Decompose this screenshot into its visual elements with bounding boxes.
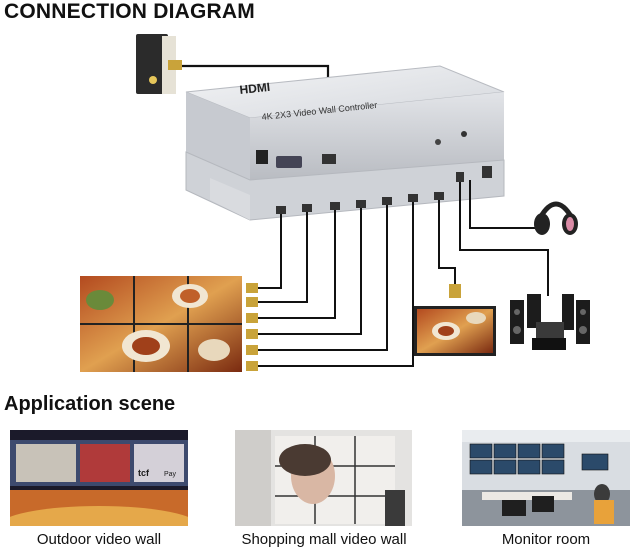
wall-connectors — [246, 283, 258, 371]
scene-caption-outdoor: Outdoor video wall — [36, 531, 162, 548]
outdoor-video-wall-image: tcf Pay — [10, 430, 188, 526]
speaker-system-icon — [510, 294, 590, 350]
headphone-cable — [469, 180, 536, 229]
scene-caption-shopping-mall: Shopping mall video wall — [241, 531, 407, 548]
headphones-icon — [534, 201, 578, 235]
shopping-mall-image — [235, 430, 412, 526]
audio-cable — [459, 182, 549, 296]
scene-outdoor-video-wall: tcf Pay — [10, 430, 188, 526]
video-wall-cables — [256, 202, 414, 367]
video-wall-controller-device — [185, 65, 505, 221]
scene-caption-monitor-room: Monitor room — [501, 531, 591, 548]
application-scene-title: Application scene — [4, 393, 176, 415]
monitor-connector — [449, 284, 461, 298]
hdmi-logo-text: HDMI — [239, 80, 271, 97]
connection-diagram: HDMI 4K 2X3 Video Wall Controller — [80, 34, 590, 372]
monitor-room-image — [462, 430, 630, 526]
monitor-cable — [438, 200, 456, 290]
outdoor-pay-text: Pay — [164, 471, 177, 478]
hdmi-source-box-icon — [136, 34, 182, 94]
connection-diagram-title: CONNECTION DIAGRAM — [4, 0, 255, 23]
scene-monitor-room — [462, 430, 630, 526]
video-wall-icon — [80, 276, 242, 372]
monitor-icon — [414, 306, 496, 356]
scene-shopping-mall-video-wall — [235, 430, 412, 526]
outdoor-brand-text: tcf — [138, 468, 150, 478]
